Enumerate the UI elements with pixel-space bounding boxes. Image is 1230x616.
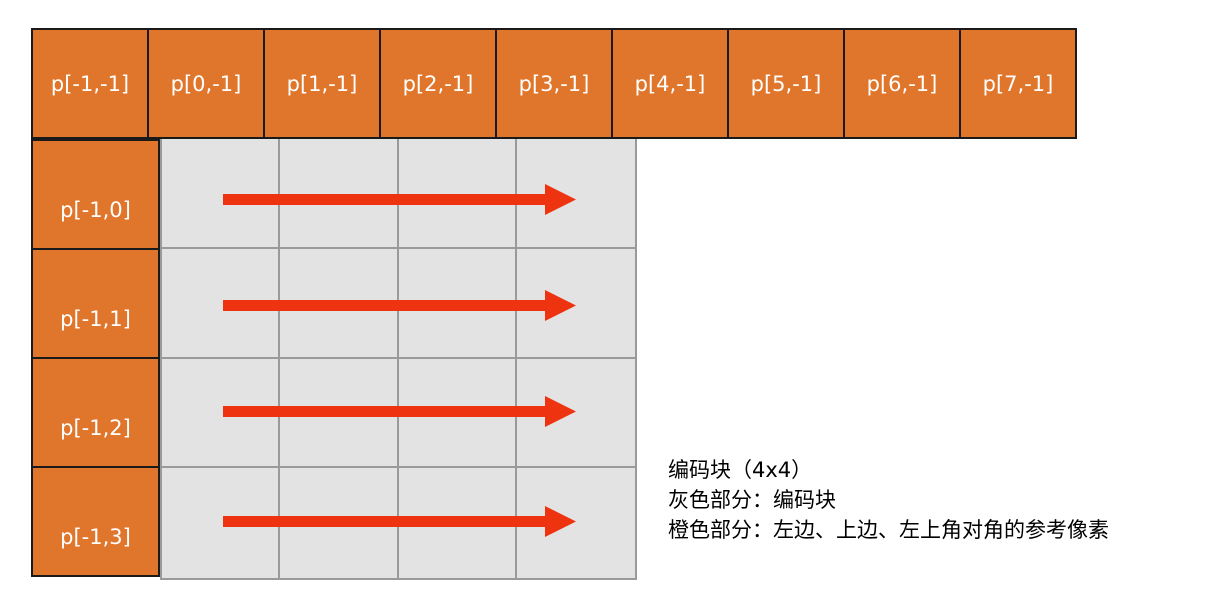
- top-reference-cell-label: p[4,-1]: [634, 71, 706, 96]
- coding-block-cell: [398, 139, 517, 249]
- coding-block-cell: [162, 358, 281, 469]
- top-reference-cell-label: p[3,-1]: [518, 71, 590, 96]
- top-reference-row: p[-1,-1] p[0,-1] p[1,-1] p[2,-1] p[3,-1]…: [31, 28, 1077, 139]
- coding-block-cell: [516, 359, 635, 469]
- left-reference-cell: p[-1,0]: [31, 139, 160, 250]
- left-reference-cell: p[-1,3]: [31, 466, 160, 577]
- top-reference-cell: p[6,-1]: [843, 28, 961, 139]
- coding-block-cell: [398, 358, 517, 469]
- legend-line-block-size: 编码块（4x4）: [668, 458, 813, 482]
- coding-block-cell: [280, 139, 399, 249]
- coding-block-cell: [280, 248, 399, 359]
- top-reference-cell-label: p[6,-1]: [866, 71, 938, 96]
- left-reference-column: p[-1,0] p[-1,1] p[-1,2] p[-1,3]: [31, 139, 160, 577]
- coding-block-cell: [162, 139, 281, 249]
- coding-block-cell: [162, 248, 281, 359]
- left-reference-cell-label: p[-1,2]: [60, 416, 131, 440]
- left-reference-cell: p[-1,2]: [31, 357, 160, 468]
- top-reference-cell: p[5,-1]: [727, 28, 845, 139]
- left-reference-cell-label: p[-1,3]: [60, 525, 131, 549]
- legend-line-gray-meaning: 灰色部分：编码块: [668, 488, 836, 512]
- top-reference-cell: p[1,-1]: [263, 28, 381, 139]
- coding-block-cell: [516, 139, 635, 249]
- top-reference-cell: p[2,-1]: [379, 28, 497, 139]
- top-reference-cell-label: p[-1,-1]: [50, 71, 130, 96]
- top-reference-cell: p[-1,-1]: [31, 28, 149, 139]
- left-reference-cell-label: p[-1,0]: [60, 198, 131, 222]
- top-reference-cell-label: p[1,-1]: [286, 71, 358, 96]
- coding-block-cell: [517, 468, 635, 578]
- coding-block-cell: [399, 468, 517, 578]
- coding-block-cell: [398, 248, 517, 359]
- top-reference-cell: p[0,-1]: [147, 28, 265, 139]
- top-reference-cell-label: p[0,-1]: [170, 71, 242, 96]
- legend: 编码块（4x4） 灰色部分：编码块 橙色部分：左边、上边、左上角对角的参考像素: [668, 455, 1109, 545]
- left-reference-cell: p[-1,1]: [31, 248, 160, 359]
- top-reference-cell: p[4,-1]: [611, 28, 729, 139]
- top-reference-cell-label: p[5,-1]: [750, 71, 822, 96]
- top-reference-cell-label: p[7,-1]: [982, 71, 1054, 96]
- coding-block-cell: [162, 468, 281, 578]
- coding-block: [160, 139, 637, 580]
- top-reference-cell-label: p[2,-1]: [402, 71, 474, 96]
- coding-block-grid: [162, 139, 635, 578]
- top-reference-cell: p[3,-1]: [495, 28, 613, 139]
- coding-block-cell: [280, 358, 399, 469]
- top-reference-cell: p[7,-1]: [959, 28, 1077, 139]
- legend-line-orange-meaning: 橙色部分：左边、上边、左上角对角的参考像素: [668, 518, 1109, 542]
- coding-block-cell: [516, 249, 635, 359]
- coding-block-cell: [280, 468, 399, 578]
- left-reference-cell-label: p[-1,1]: [60, 307, 131, 331]
